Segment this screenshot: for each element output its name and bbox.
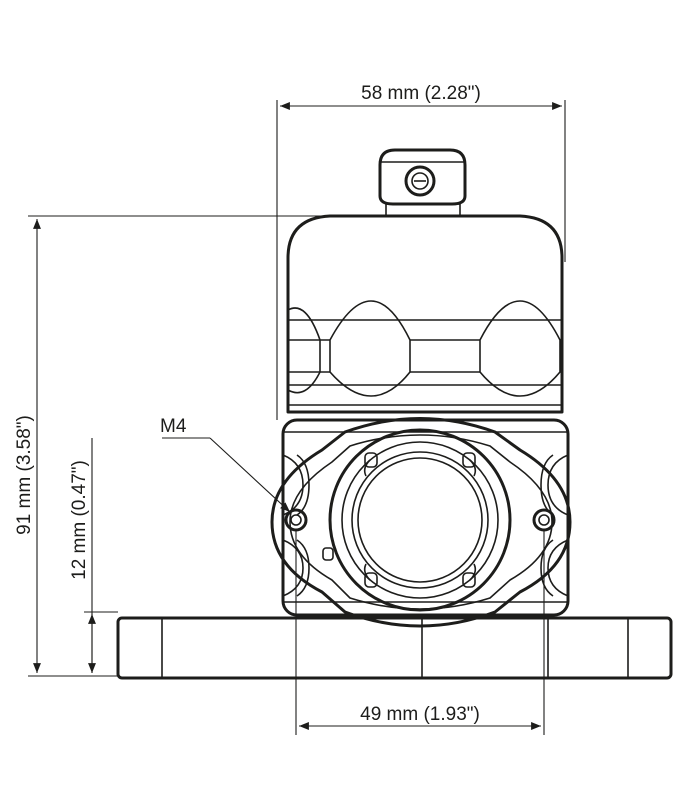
mounting-flange [270,417,572,628]
lower-body [281,418,570,617]
center-port [322,428,512,612]
thread-callout: M4 [160,416,291,513]
knob-cap [286,214,564,414]
left-mounting-hole [284,508,308,532]
right-mounting-hole [532,508,556,532]
dimension-top-width: 58 mm (2.28") [276,83,566,420]
base-plate [116,616,673,680]
top-fitting [378,148,467,217]
dimension-base-height: 12 mm (0.47") [69,438,118,673]
top-width-label: 58 mm (2.28") [361,83,481,104]
dimension-total-height: 91 mm (3.58") [14,215,380,677]
total-height-label: 91 mm (3.58") [14,415,35,535]
dimension-bottom-width: 49 mm (1.93") [295,530,545,735]
base-height-label: 12 mm (0.47") [69,460,90,580]
thread-callout-label: M4 [160,416,187,437]
bottom-width-label: 49 mm (1.93") [360,704,480,725]
